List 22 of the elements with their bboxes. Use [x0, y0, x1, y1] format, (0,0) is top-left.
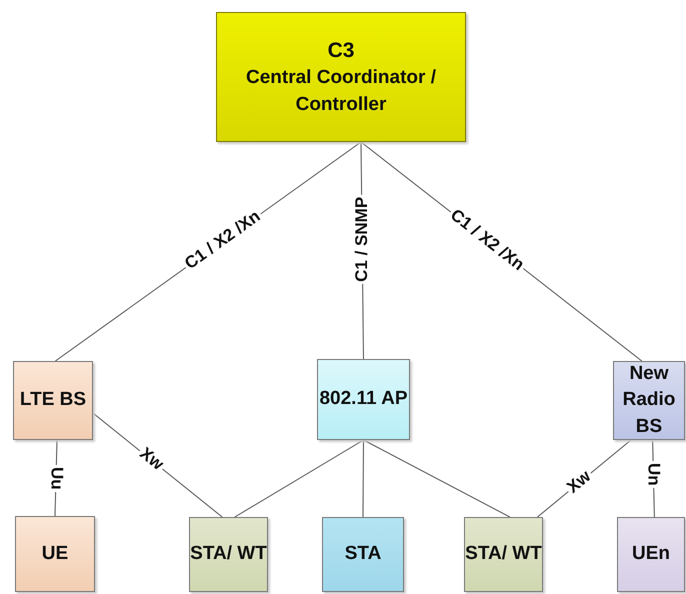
access-point-box	[317, 359, 410, 440]
base-station-box	[613, 361, 685, 440]
controller-box	[216, 12, 466, 142]
connector-line	[363, 440, 510, 518]
base-station-box	[13, 361, 93, 440]
node-label: UE	[42, 542, 68, 566]
node-label: Central Coordinator / Controller	[244, 66, 437, 117]
connector-line	[234, 440, 364, 518]
node-id: C3	[328, 38, 354, 64]
node-label: UEn	[632, 542, 670, 566]
node-label: STA/ WT	[190, 542, 267, 566]
station-box	[189, 517, 268, 592]
node-label: New Radio BS	[622, 362, 676, 439]
station-box	[322, 517, 404, 592]
node-label: STA/ WT	[465, 542, 542, 566]
node-label: LTE BS	[20, 388, 86, 412]
device-box	[15, 516, 95, 592]
node-label: 802.11 AP	[319, 387, 408, 412]
connector-line	[362, 440, 364, 518]
device-box	[617, 517, 685, 592]
node-label: STA	[344, 542, 382, 566]
station-box	[464, 517, 543, 592]
